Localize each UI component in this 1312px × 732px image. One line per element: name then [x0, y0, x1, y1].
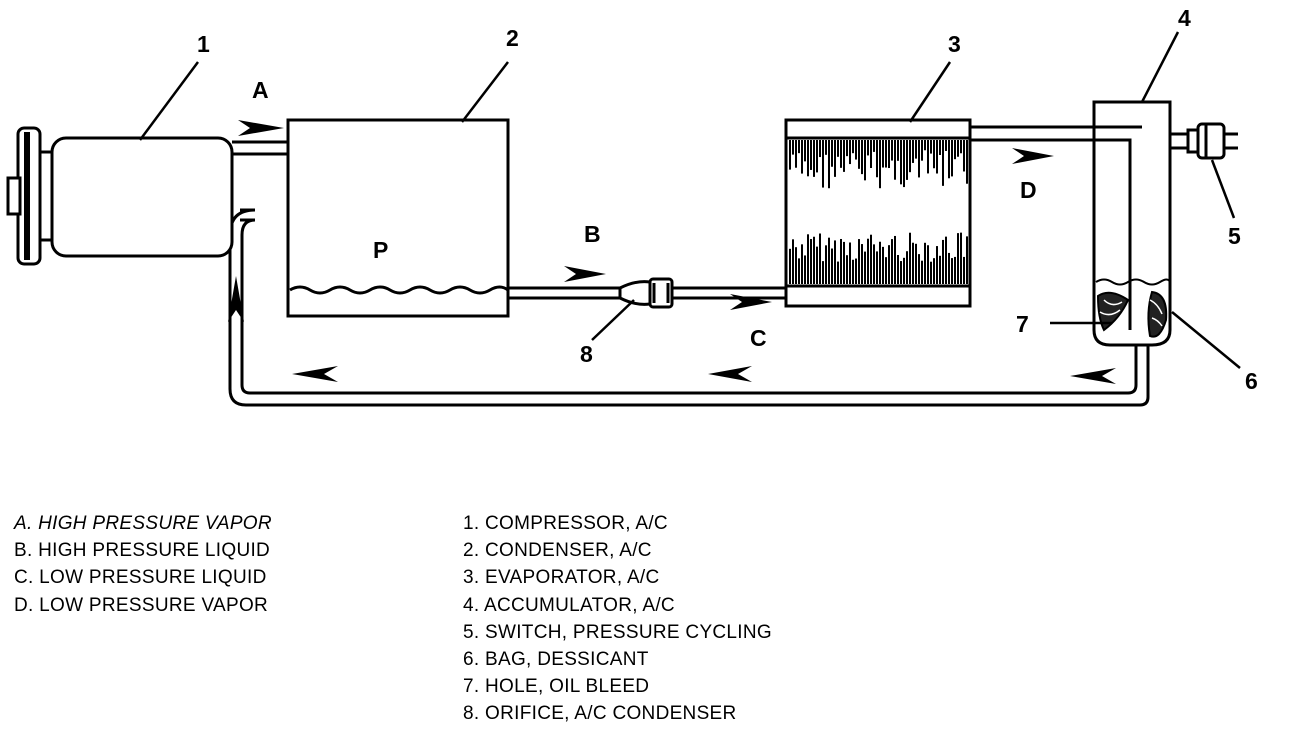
pressure-cycling-switch [1168, 122, 1238, 160]
return-line [228, 133, 1150, 407]
compressor [6, 126, 234, 266]
callout-3: 3 [948, 31, 961, 57]
liquid-line [508, 277, 786, 309]
legend-component-7: 7. HOLE, OIL BLEED [463, 676, 650, 698]
evaporator-fins [789, 140, 968, 284]
evaporator [784, 118, 972, 308]
arrow-up-return [228, 276, 244, 322]
legend-flow-states: A. HIGH PRESSURE VAPOR B. HIGH PRESSURE … [14, 510, 272, 619]
leader-lines [138, 31, 1241, 369]
arrow-left-return-1 [1070, 368, 1116, 384]
arrow-left-return-3 [292, 366, 338, 382]
arrow-right-b [564, 266, 606, 282]
callout-5: 5 [1228, 223, 1241, 249]
legend-component-2: 2. CONDENSER, A/C [463, 540, 652, 562]
suction-line [970, 125, 1094, 142]
callout-2: 2 [506, 25, 519, 51]
flow-letter-a: A [252, 77, 269, 103]
legend-component-8: 8. ORIFICE, A/C CONDENSER [463, 703, 737, 725]
legend-component-5: 5. SWITCH, PRESSURE CYCLING [463, 621, 772, 643]
flow-letter-d: D [1020, 177, 1037, 203]
legend-flow-d: D. LOW PRESSURE VAPOR [14, 594, 269, 616]
arrow-right-c [730, 294, 772, 310]
callout-7: 7 [1016, 311, 1029, 337]
callout-6: 6 [1245, 368, 1258, 394]
callout-1: 1 [197, 31, 210, 57]
arrow-right-d [1012, 148, 1054, 164]
legend-component-6: 6. BAG, DESSICANT [463, 649, 649, 671]
legend-flow-c: C. LOW PRESSURE LIQUID [14, 567, 267, 589]
ac-system-diagram: P [6, 5, 1258, 407]
legend-component-4: 4. ACCUMULATOR, A/C [463, 594, 675, 616]
legend-components: 1. COMPRESSOR, A/C 2. CONDENSER, A/C 3. … [463, 510, 772, 728]
legend-component-1: 1. COMPRESSOR, A/C [463, 513, 668, 534]
flow-letter-b: B [584, 221, 601, 247]
discharge-line [232, 140, 288, 156]
callout-4: 4 [1178, 5, 1191, 31]
arrow-right-a [238, 120, 284, 136]
flow-state-letters: A B C D [252, 77, 1037, 351]
callout-numbers: 1 2 3 4 5 6 7 8 [197, 5, 1258, 394]
legend-component-3: 3. EVAPORATOR, A/C [463, 567, 660, 589]
arrow-left-return-2 [708, 366, 752, 382]
condenser: P [286, 118, 510, 318]
condenser-label: P [373, 237, 388, 263]
flow-arrows [228, 120, 1116, 384]
callout-8: 8 [580, 341, 593, 367]
flow-letter-c: C [750, 325, 767, 351]
legend-flow-b: B. HIGH PRESSURE LIQUID [14, 540, 271, 562]
accumulator [1092, 100, 1172, 347]
legend-flow-a: A. HIGH PRESSURE VAPOR [14, 513, 272, 534]
